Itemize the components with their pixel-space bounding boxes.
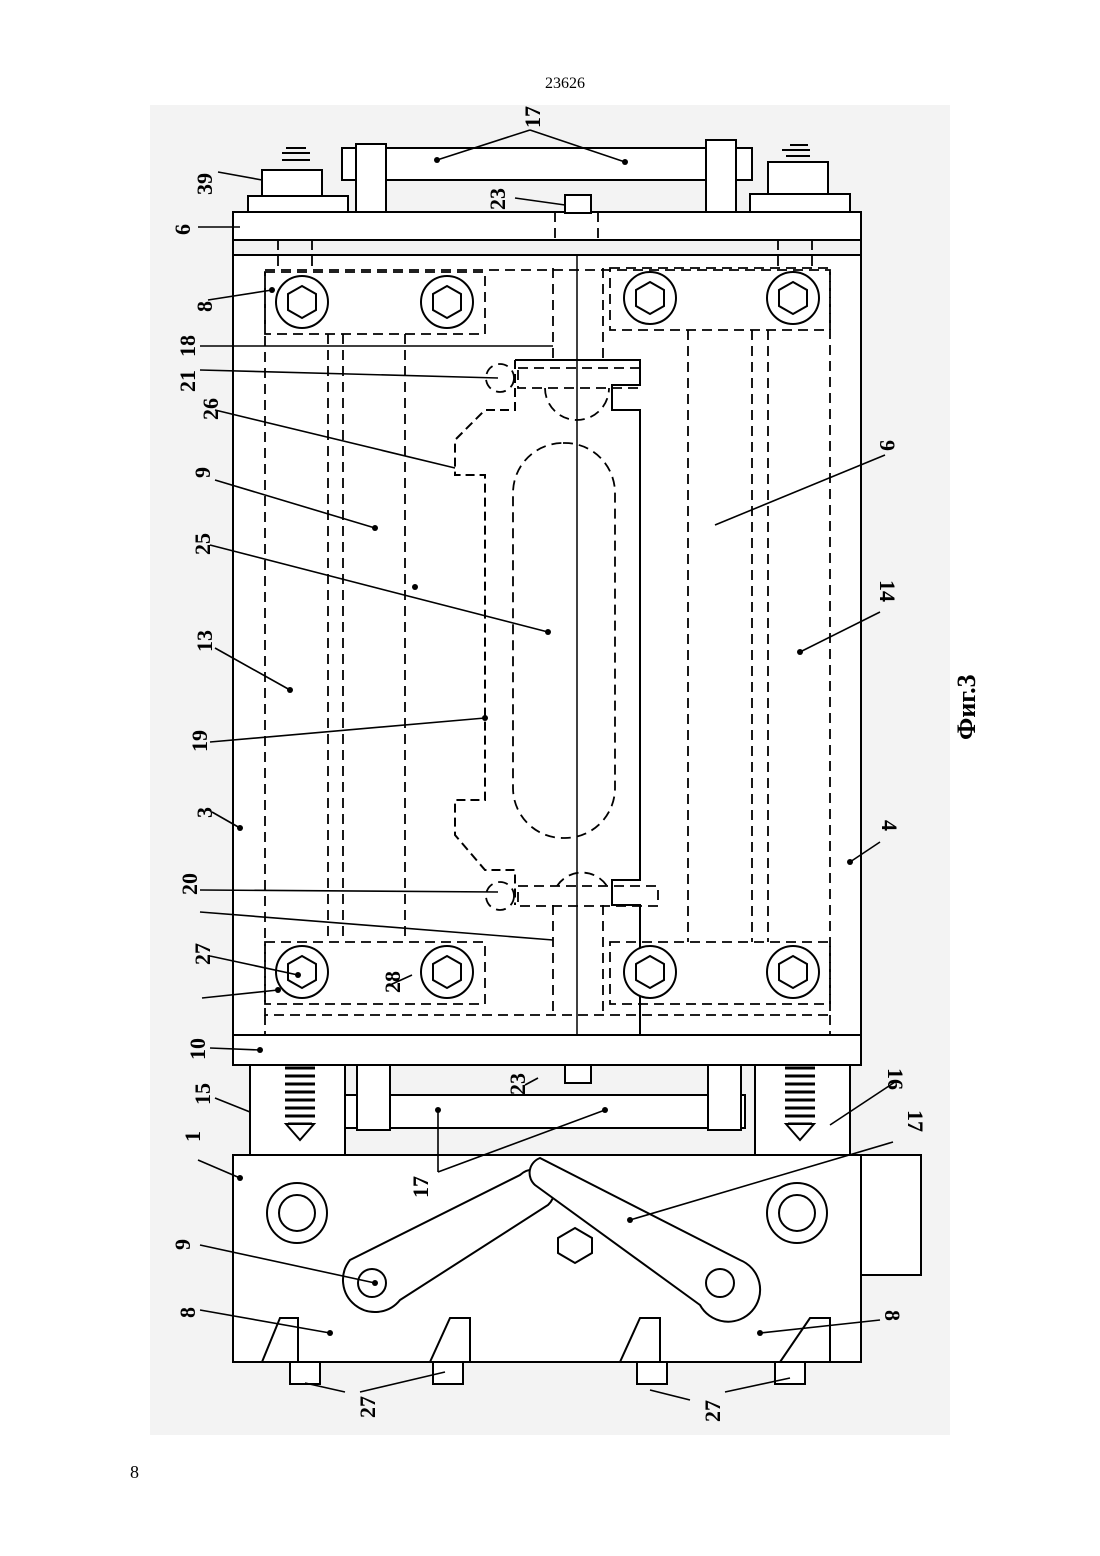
plate-6	[233, 212, 861, 240]
label-27-left: 27	[190, 943, 215, 965]
label-25: 25	[190, 533, 215, 555]
page-number: 8	[130, 1462, 139, 1483]
label-17-bottom-left: 17	[408, 1176, 433, 1198]
label-27-bottom-left: 27	[355, 1396, 380, 1418]
label-1: 1	[180, 1131, 205, 1142]
label-8-bottom-left: 8	[175, 1307, 200, 1318]
plate-10	[233, 1035, 861, 1065]
label-21: 21	[175, 370, 200, 392]
label-15: 15	[190, 1083, 215, 1105]
label-6: 6	[170, 224, 195, 235]
label-23-bottom: 23	[505, 1073, 530, 1095]
label-39: 39	[192, 173, 217, 195]
label-8-bottom-right: 8	[880, 1310, 905, 1321]
top-bar-17	[342, 148, 752, 180]
label-27-bottom-right: 27	[700, 1400, 725, 1422]
label-9-left: 9	[190, 467, 215, 478]
label-28: 28	[380, 971, 405, 993]
label-3: 3	[192, 807, 217, 818]
label-14: 14	[875, 580, 900, 602]
label-8-top: 8	[192, 301, 217, 312]
label-17-bottom-right: 17	[903, 1110, 928, 1132]
figure-caption: Фиг.3	[952, 674, 981, 740]
label-9-right: 9	[875, 440, 900, 451]
label-17-top: 17	[520, 106, 545, 128]
label-23-top: 23	[485, 188, 510, 210]
label-10: 10	[185, 1038, 210, 1060]
label-20: 20	[177, 873, 202, 895]
label-9-bottom: 9	[170, 1239, 195, 1250]
label-26: 26	[198, 398, 223, 420]
label-13: 13	[192, 630, 217, 652]
label-4: 4	[877, 820, 902, 831]
label-19: 19	[187, 730, 212, 752]
label-18: 18	[175, 335, 200, 357]
label-16: 16	[883, 1068, 908, 1090]
